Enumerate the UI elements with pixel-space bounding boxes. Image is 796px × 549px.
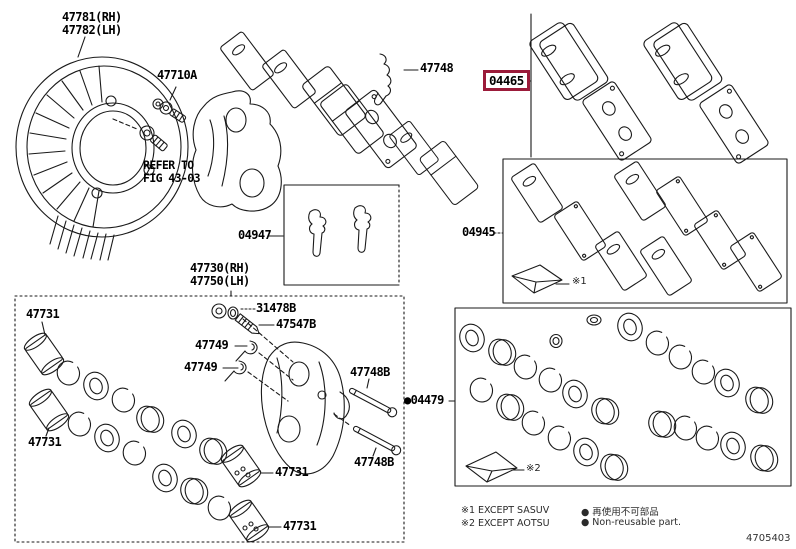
label-bleeder-cap[interactable]: 31478B xyxy=(256,301,296,315)
marker-ref1: ※1 xyxy=(572,276,587,287)
label-slide-pin-2[interactable]: 47748B xyxy=(354,455,394,469)
piston-seal-row-drawing xyxy=(21,329,272,546)
bolt-47710a-drawing xyxy=(159,101,187,123)
brake-pads-exploded-drawing xyxy=(219,30,480,207)
bleeder-cap-drawing xyxy=(211,303,239,320)
refer-note-line2: FIG 43-03 xyxy=(143,170,201,185)
shim-kit-box xyxy=(502,158,788,304)
label-piston-4[interactable]: 47731 xyxy=(283,519,317,533)
pad-kit-drawing xyxy=(527,15,771,166)
slide-pin-drawings xyxy=(347,385,403,457)
caliper-bracket-drawing xyxy=(191,90,282,212)
label-clip-2[interactable]: 47749 xyxy=(184,360,218,374)
non-reusable-bullet-icon: ● xyxy=(404,393,411,407)
refer-note[interactable]: REFER TO FIG 43-03 xyxy=(143,158,201,185)
shim-kit-contents-drawing xyxy=(510,160,783,297)
label-dust-cover[interactable]: 47781(RH) 47782(LH) xyxy=(62,11,122,36)
refer-bolt-drawing xyxy=(139,125,168,152)
bleeder-plug-drawing xyxy=(234,313,260,335)
fitting-kit-box xyxy=(283,184,400,286)
seal-kit-contents-drawing xyxy=(455,309,782,486)
label-dust-cover-rh[interactable]: 47781(RH) xyxy=(62,10,122,24)
label-seal-kit-number[interactable]: 04479 xyxy=(410,393,445,407)
marker-ref2: ※2 xyxy=(526,463,541,474)
label-bolt-47710a[interactable]: 47710A xyxy=(157,68,197,82)
label-caliper-assy[interactable]: 47730(RH) 47750(LH) xyxy=(190,262,250,287)
label-piston-2[interactable]: 47731 xyxy=(28,435,62,449)
legend-non-reusable-jp: ● 再使用不可部品 xyxy=(581,507,659,518)
label-clip-1[interactable]: 47749 xyxy=(195,338,229,352)
label-bleeder-plug[interactable]: 47547B xyxy=(276,317,316,331)
caliper-body-drawing xyxy=(260,341,350,475)
label-caliper-rh[interactable]: 47730(RH) xyxy=(190,261,250,275)
label-slide-pin-1[interactable]: 47748B xyxy=(350,365,390,379)
drawing-code: 4705403 xyxy=(746,533,791,544)
label-piston-1[interactable]: 47731 xyxy=(26,307,60,321)
fitting-kit-clips-drawing xyxy=(308,205,372,257)
label-pad-kit-highlighted[interactable]: 04465 xyxy=(483,70,530,91)
leader-lines xyxy=(41,13,570,528)
label-seal-kit[interactable]: ●04479 xyxy=(404,394,444,406)
label-caliper-lh[interactable]: 47750(LH) xyxy=(190,273,250,288)
label-fitting-kit[interactable]: 04947 xyxy=(238,228,272,242)
clip-drawings xyxy=(224,340,258,382)
seal-kit-box xyxy=(454,307,792,487)
legend-non-reusable-en: ● Non-reusable part. xyxy=(581,517,682,528)
wear-indicator-drawing xyxy=(374,53,392,106)
legend-note1: ※1 EXCEPT SASUV xyxy=(461,505,550,516)
refer-note-line1: REFER TO xyxy=(143,158,194,172)
legend-note2: ※2 EXCEPT AOTSU xyxy=(461,518,550,529)
label-dust-cover-lh[interactable]: 47782(LH) xyxy=(62,22,122,37)
dust-cover-drawing xyxy=(15,56,189,261)
grease-packet-drawing xyxy=(465,451,518,483)
caliper-overhaul-box xyxy=(14,295,405,543)
label-shim-kit[interactable]: 04945 xyxy=(462,225,496,239)
label-piston-3[interactable]: 47731 xyxy=(275,465,309,479)
grease-packet-drawing xyxy=(511,264,563,294)
label-wear-indicator[interactable]: 47748 xyxy=(420,61,454,75)
